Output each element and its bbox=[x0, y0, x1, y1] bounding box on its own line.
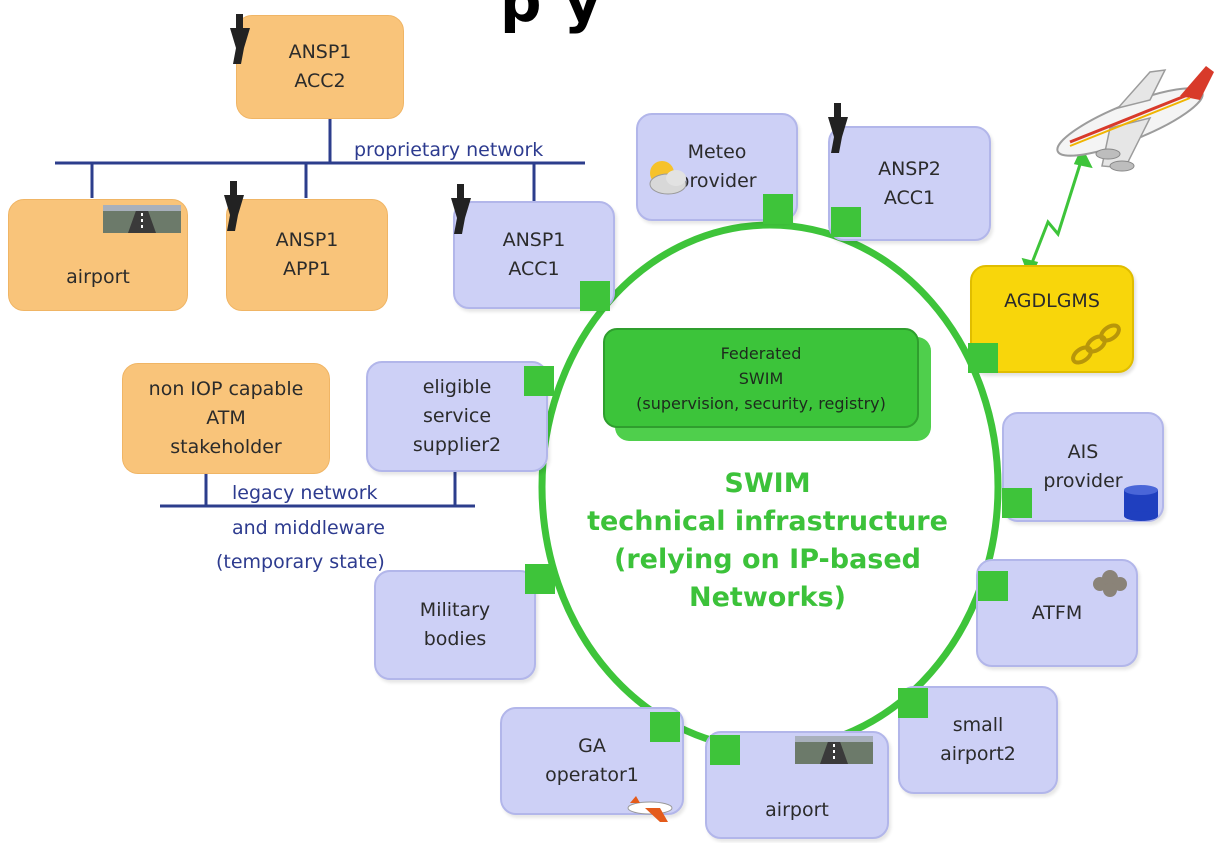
node-label: APP1 bbox=[282, 258, 331, 280]
proprietary-network-lines bbox=[55, 118, 585, 202]
proprietary-network-label: proprietary network bbox=[354, 139, 544, 161]
military-bodies-node: Military bodies bbox=[374, 570, 536, 680]
federated-swim-node: Federated SWIM (supervision, security, r… bbox=[603, 328, 919, 428]
node-label: ANSP2 bbox=[878, 157, 941, 180]
swim-label-line: Networks) bbox=[689, 582, 846, 613]
node-label: ATFM bbox=[1031, 601, 1083, 624]
ansp1-acc2-node: ANSP1 ACC2 bbox=[236, 15, 404, 119]
node-label: ATM bbox=[206, 407, 246, 429]
node-label: ACC1 bbox=[883, 186, 936, 209]
ansp1-acc1-node: ANSP1 ACC1 bbox=[453, 201, 615, 309]
ais-provider-node: AIS provider bbox=[1002, 412, 1164, 522]
ansp1-app1-node: ANSP1 APP1 bbox=[226, 199, 388, 311]
node-label: ANSP1 bbox=[275, 229, 339, 251]
node-label: ACC1 bbox=[508, 258, 560, 280]
federated-label: (supervision, security, registry) bbox=[636, 393, 886, 413]
node-label: provider bbox=[677, 170, 757, 192]
small-airport-node: small airport2 bbox=[898, 686, 1058, 794]
aircraft-datalink bbox=[1021, 146, 1093, 280]
page-title: p y bbox=[500, 0, 603, 35]
airport-node-bottom: airport bbox=[705, 731, 889, 839]
node-label: airport bbox=[66, 266, 130, 288]
ga-operator-node: GA operator1 bbox=[500, 707, 684, 815]
node-label: ANSP1 bbox=[288, 41, 352, 63]
swim-label-line: SWIM bbox=[724, 468, 811, 499]
node-label: AIS bbox=[1067, 441, 1099, 463]
legacy-network-label: (temporary state) bbox=[216, 551, 385, 573]
ansp2-acc1-node: ANSP2 ACC1 bbox=[828, 126, 991, 241]
eligible-service-supplier-node: eligible service supplier2 bbox=[366, 361, 548, 472]
node-label: bodies bbox=[423, 628, 487, 650]
node-label: airport2 bbox=[940, 743, 1016, 765]
airport-node-top: airport bbox=[8, 199, 188, 311]
legacy-network-lines bbox=[160, 472, 475, 508]
swim-label-line: technical infrastructure bbox=[587, 506, 948, 537]
node-label: stakeholder bbox=[170, 436, 282, 458]
node-label: operator1 bbox=[545, 764, 639, 786]
node-label: ACC2 bbox=[294, 70, 346, 92]
meteo-provider-node: Meteo provider bbox=[636, 113, 798, 221]
node-label: Military bbox=[419, 599, 491, 621]
node-label: non IOP capable bbox=[148, 378, 304, 400]
node-label: service bbox=[422, 405, 492, 427]
federated-label: Federated bbox=[720, 343, 802, 363]
node-label: small bbox=[952, 714, 1004, 736]
non-iop-stakeholder-node: non IOP capable ATM stakeholder bbox=[122, 363, 330, 474]
legacy-network-label: legacy network bbox=[232, 482, 378, 504]
node-label: eligible bbox=[422, 376, 492, 398]
atfm-node: ATFM bbox=[976, 559, 1138, 667]
node-label: supplier2 bbox=[412, 434, 502, 456]
swim-label-line: (relying on IP-based bbox=[613, 544, 922, 575]
swim-infrastructure-label: SWIM technical infrastructure (relying o… bbox=[555, 465, 980, 617]
node-label: provider bbox=[1043, 470, 1123, 492]
agdlgms-node: AGDLGMS bbox=[970, 265, 1134, 373]
node-label: airport bbox=[765, 799, 829, 821]
node-label: GA bbox=[578, 735, 606, 757]
legacy-network-label: and middleware bbox=[232, 517, 385, 539]
node-label: ANSP1 bbox=[502, 229, 566, 251]
node-label: AGDLGMS bbox=[1004, 290, 1100, 312]
federated-label: SWIM bbox=[738, 368, 784, 388]
node-label: Meteo bbox=[687, 141, 747, 163]
